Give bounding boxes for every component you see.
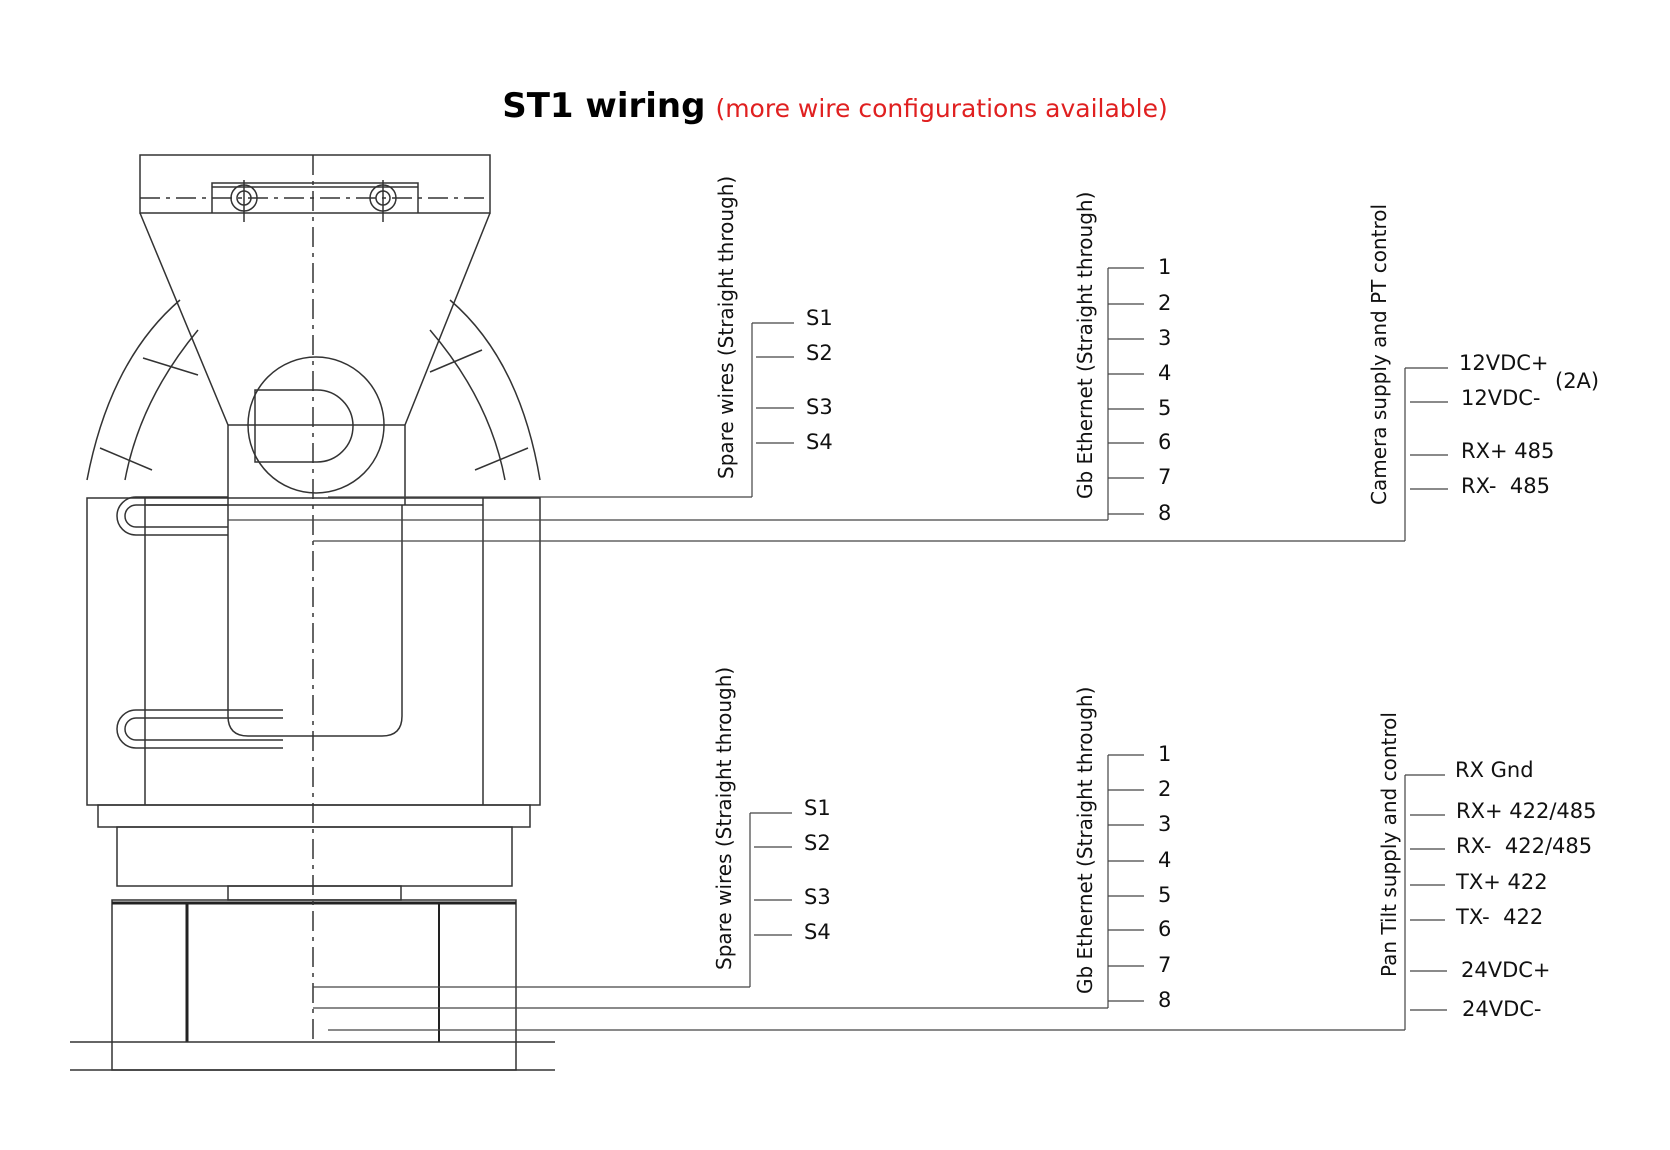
top-power-pin-12vdc-plus: 12VDC+: [1459, 351, 1549, 375]
top-spare-pin-s3: S3: [806, 395, 833, 419]
top-wiring: Spare wires (Straight through) S1 S2 S3 …: [228, 176, 1599, 542]
bottom-power-pin-rx-minus: RX- 422/485: [1456, 834, 1592, 858]
bottom-ethernet-pin-2: 2: [1158, 777, 1171, 801]
bottom-ethernet-pin-4: 4: [1158, 848, 1171, 872]
cable-loop-lower: [116, 709, 283, 749]
title-main: ST1 wiring: [502, 86, 706, 126]
top-spare-group: Spare wires (Straight through) S1 S2 S3 …: [328, 176, 833, 498]
top-ethernet-pin-4: 4: [1158, 361, 1171, 385]
bottom-spare-heading: Spare wires (Straight through): [712, 667, 736, 970]
bottom-power-pin-rx-plus: RX+ 422/485: [1456, 799, 1597, 823]
bottom-power-pin-rx-gnd: RX Gnd: [1455, 758, 1534, 782]
top-ethernet-group: Gb Ethernet (Straight through) 1 2 3 4 5…: [228, 192, 1171, 525]
top-ethernet-pin-7: 7: [1158, 465, 1171, 489]
top-power-group: Camera supply and PT control 12VDC+ 12VD…: [313, 204, 1599, 542]
top-spare-heading: Spare wires (Straight through): [714, 176, 738, 479]
top-power-pin-12vdc-minus: 12VDC-: [1461, 386, 1541, 410]
bottom-power-heading: Pan Tilt supply and control: [1377, 712, 1401, 977]
top-ethernet-heading: Gb Ethernet (Straight through): [1073, 192, 1097, 499]
bottom-power-pin-24vdc-plus: 24VDC+: [1461, 958, 1551, 982]
top-spare-pin-s1: S1: [806, 306, 833, 330]
bottom-ethernet-pin-7: 7: [1158, 953, 1171, 977]
bottom-spare-pin-s1: S1: [804, 796, 831, 820]
title-note: (more wire configurations available): [715, 94, 1168, 123]
bottom-spare-pin-s3: S3: [804, 885, 831, 909]
bottom-ethernet-pin-1: 1: [1158, 742, 1171, 766]
mounting-hole-left: [230, 180, 258, 222]
top-power-pin-rx-minus: RX- 485: [1461, 474, 1550, 498]
top-ethernet-pin-1: 1: [1158, 255, 1171, 279]
top-spare-pin-s4: S4: [806, 430, 833, 454]
bottom-power-pin-tx-minus: TX- 422: [1455, 905, 1543, 929]
top-ethernet-pin-3: 3: [1158, 326, 1171, 350]
bottom-ethernet-pin-6: 6: [1158, 917, 1171, 941]
cable-loop-upper: [116, 496, 228, 536]
top-ethernet-pin-5: 5: [1158, 396, 1171, 420]
bottom-ethernet-heading: Gb Ethernet (Straight through): [1073, 687, 1097, 994]
top-power-heading: Camera supply and PT control: [1367, 204, 1391, 505]
bottom-spare-group: Spare wires (Straight through) S1 S2 S3 …: [313, 667, 831, 988]
bottom-spare-pin-s2: S2: [804, 831, 831, 855]
diagram-title: ST1 wiring (more wire configurations avai…: [0, 86, 1670, 126]
bottom-power-pin-24vdc-minus: 24VDC-: [1462, 997, 1542, 1021]
bottom-power-pin-tx-plus: TX+ 422: [1455, 870, 1548, 894]
bottom-power-group: Pan Tilt supply and control RX Gnd RX+ 4…: [328, 712, 1597, 1031]
device-outline: [70, 154, 555, 1071]
top-power-pin-rx-plus: RX+ 485: [1461, 439, 1554, 463]
bottom-ethernet-group: Gb Ethernet (Straight through) 1 2 3 4 5…: [313, 687, 1171, 1012]
mounting-hole-right: [369, 180, 397, 222]
bottom-ethernet-pin-8: 8: [1158, 988, 1171, 1012]
top-ethernet-pin-6: 6: [1158, 430, 1171, 454]
bottom-ethernet-pin-3: 3: [1158, 812, 1171, 836]
top-ethernet-pin-2: 2: [1158, 291, 1171, 315]
top-power-current-note: (2A): [1555, 369, 1599, 393]
top-ethernet-pin-8: 8: [1158, 501, 1171, 525]
top-spare-pin-s2: S2: [806, 341, 833, 365]
bottom-spare-pin-s4: S4: [804, 920, 831, 944]
bottom-wiring: Spare wires (Straight through) S1 S2 S3 …: [313, 667, 1597, 1031]
bottom-ethernet-pin-5: 5: [1158, 883, 1171, 907]
